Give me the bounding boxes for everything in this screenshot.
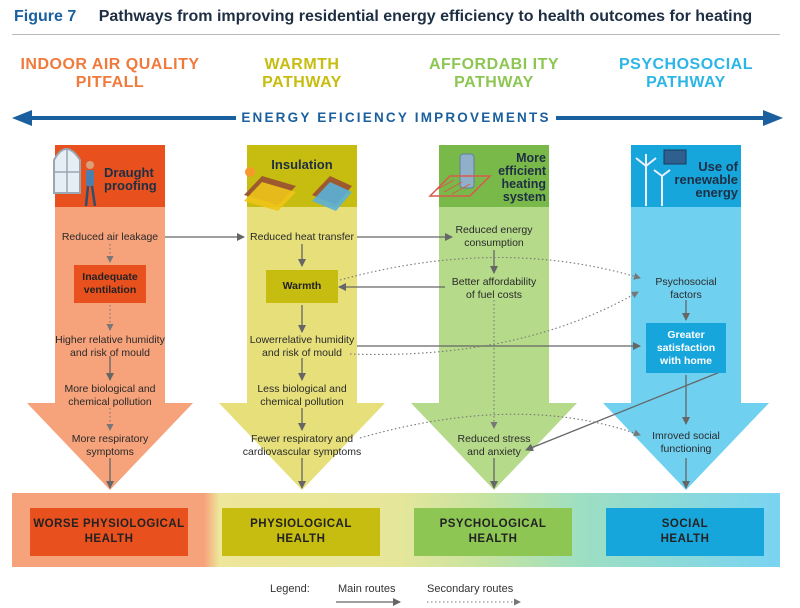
iaq-heading-line1: INDOOR AIR QUALITY xyxy=(20,56,200,73)
warmth-heading-line2: PATHWAY xyxy=(262,74,342,91)
afford-pathway-heading: AFFORDABI ITY PATHWAY xyxy=(394,56,594,92)
insulation-label: Insulation xyxy=(271,157,333,172)
window-worker-icon xyxy=(53,148,97,207)
renewable-energy-label: Use of renewable energy xyxy=(674,159,738,200)
heating-system-icon xyxy=(428,153,492,197)
psycho-heading-line1: PSYCHOSOCIAL xyxy=(618,56,753,73)
wind-solar-icon xyxy=(635,149,687,206)
psycho-pathway-heading: PSYCHOSOCIAL PATHWAY xyxy=(586,56,786,92)
secondary-routes xyxy=(106,244,641,439)
legend-title: Legend: xyxy=(270,583,310,595)
warmth-box: Warmth xyxy=(266,270,338,303)
afford-heading-line2: PATHWAY xyxy=(454,74,534,91)
figure-title: Pathways from improving residential ener… xyxy=(98,8,753,25)
warmth-pathway-arrow xyxy=(219,207,385,490)
reduced-heat-transfer: Reduced heat transfer xyxy=(250,231,354,243)
heating-system-label: More efficient heating system xyxy=(498,151,546,204)
warmth-heading-line1: WARMTH xyxy=(264,56,340,73)
iaq-pathway-heading: INDOOR AIR QUALITY PITFALL xyxy=(10,56,210,92)
psycho-heading-line2: PATHWAY xyxy=(646,74,726,91)
figure-header: Figure 7 Pathways from improving residen… xyxy=(14,8,752,26)
figure-label: Figure 7 xyxy=(14,8,77,25)
header-rule xyxy=(12,34,780,35)
main-routes xyxy=(106,233,726,489)
energy-efficiency-label: ENERGY EFICIENCY IMPROVEMENTS xyxy=(236,110,556,125)
iaq-pathway-arrow xyxy=(27,207,193,490)
legend-secondary-label: Secondary routes xyxy=(427,583,514,595)
legend-main-label: Main routes xyxy=(338,583,396,595)
reduced-air-leakage: Reduced air leakage xyxy=(61,231,159,243)
roof-insulation-icon xyxy=(244,167,352,211)
iaq-heading-line2: PITFALL xyxy=(75,74,145,91)
afford-heading-line1: AFFORDABI ITY xyxy=(428,56,560,73)
draught-proofing-label: Draught proofing xyxy=(104,165,157,193)
warmth-pathway-heading: WARMTH PATHWAY xyxy=(202,56,402,92)
